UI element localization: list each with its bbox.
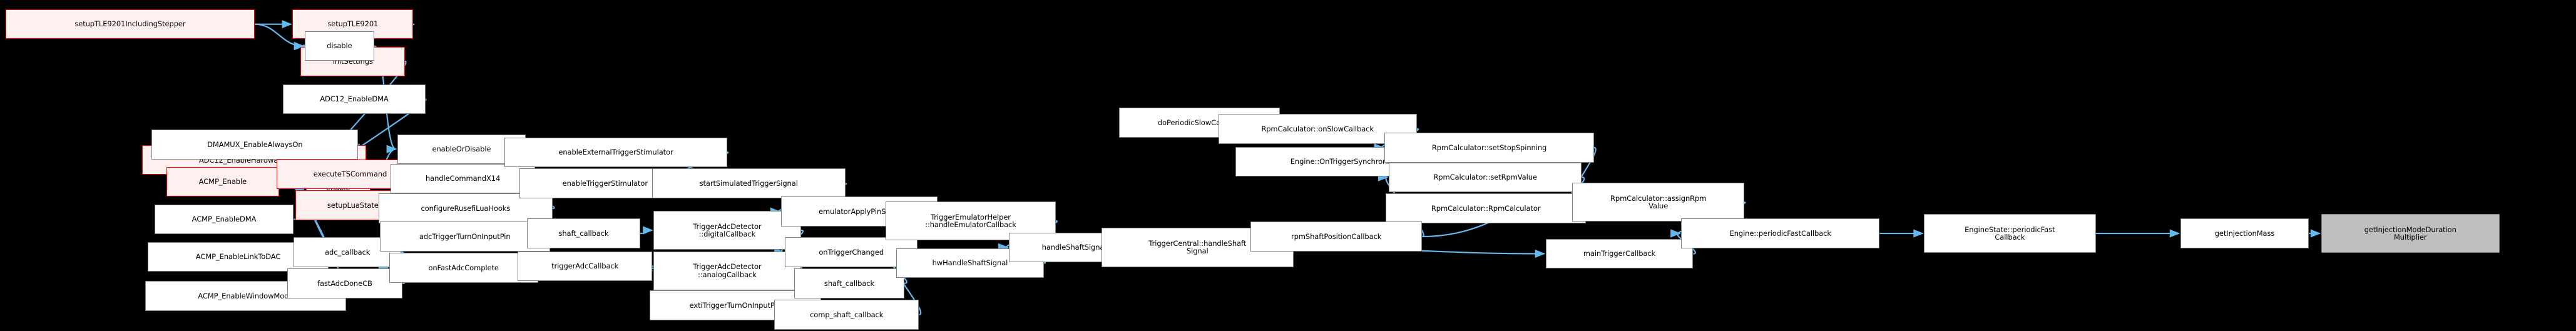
graph-node-label: triggerAdcCallback [551,262,619,271]
graph-node-label: TriggerAdcDetector ::analogCallback [693,262,762,279]
graph-node-label: RpmCalculator::assignRpm Value [1610,193,1707,211]
graph-node[interactable]: hwHandleShaftSignal [896,248,1044,278]
graph-node-label: RpmCalculator::setStopSpinning [1431,143,1547,152]
graph-node[interactable]: TriggerAdcDetector ::digitalCallback [653,210,801,250]
graph-node[interactable]: onFastAdcComplete [389,253,538,283]
graph-node-label: adcTriggerTurnOnInputPin [419,232,511,241]
graph-node-label: startSimulatedTriggerSignal [699,178,798,188]
graph-node-label: setupTLE9201IncludingStepper [74,19,186,29]
graph-node-label: configureRusefiLuaHooks [421,203,511,213]
graph-node[interactable]: configureRusefiLuaHooks [378,193,553,223]
graph-node[interactable]: shaft_callback [527,218,640,248]
graph-node[interactable]: mainTriggerCallback [1545,238,1694,269]
graph-node-label: RpmCalculator::setRpmValue [1433,172,1537,181]
graph-node[interactable]: RpmCalculator::setRpmValue [1388,162,1582,192]
graph-node-label: extiTriggerTurnOnInputPin [689,300,781,310]
graph-node-label: EngineState::periodicFast Callback [1965,225,2055,242]
graph-node-label: rpmShaftPositionCallback [1291,232,1382,241]
graph-node[interactable]: ADC12_EnableDMA [283,84,426,115]
graph-node[interactable]: RpmCalculator::RpmCalculator [1386,193,1586,223]
graph-node[interactable]: handleCommandX14 [390,164,536,194]
graph-node-label: ACMP_Enable [198,177,247,186]
graph-node-label: adc_callback [325,247,371,257]
graph-node-label: disable [327,41,352,51]
graph-node-label: Engine::periodicFastCallback [1729,228,1832,238]
graph-node-label: fastAdcDoneCB [317,278,372,288]
graph-node[interactable]: enableOrDisable [397,134,526,164]
graph-node-label: getInjectionModeDuration Multiplier [2364,225,2456,242]
graph-node[interactable]: ACMP_EnableDMA [154,204,294,235]
graph-node-label: executeTSCommand [313,169,387,178]
graph-node-label: RpmCalculator::onSlowCallback [1261,124,1374,133]
graph-node[interactable]: RpmCalculator::onSlowCallback [1218,114,1417,144]
graph-node[interactable]: Engine::periodicFastCallback [1681,218,1880,248]
graph-node[interactable]: rpmShaftPositionCallback [1250,222,1423,252]
graph-node-label: handleCommandX14 [425,174,501,183]
graph-node[interactable]: RpmCalculator::setStopSpinning [1384,133,1594,163]
graph-node-label: shaft_callback [558,228,609,238]
graph-node[interactable]: disable [304,31,375,61]
graph-node-label: shaft_callback [824,278,875,288]
graph-node-label: TriggerEmulatorHelper ::handleEmulatorCa… [925,212,1016,230]
graph-node[interactable]: DMAMUX_EnableAlwaysOn [151,130,359,160]
graph-node-label: enableTriggerStimulator [562,178,648,188]
graph-node-label: ADC12_EnableDMA [320,94,389,104]
graph-node-label: onFastAdcComplete [428,263,499,272]
graph-node-label: ACMP_EnableLinkToDAC [195,252,281,262]
graph-node-label: DMAMUX_EnableAlwaysOn [207,140,303,149]
graph-node-label: mainTriggerCallback [1583,249,1656,258]
graph-node[interactable]: enableExternalTriggerStimulator [504,137,727,167]
graph-node-label: enableExternalTriggerStimulator [558,148,673,157]
graph-node-label: ACMP_EnableDMA [192,215,257,224]
graph-node-label: emulatorApplyPinState [819,206,901,216]
graph-node[interactable]: triggerAdcCallback [518,251,652,282]
graph-node[interactable]: startSimulatedTriggerSignal [652,168,846,198]
graph-node[interactable]: adcTriggerTurnOnInputPin [379,222,550,252]
graph-node[interactable]: ACMP_Enable [166,166,279,197]
graph-node-label: ACMP_EnableWindowMode [198,291,294,300]
graph-node: getInjectionModeDuration Multiplier [2321,213,2500,253]
graph-node[interactable]: TriggerAdcDetector ::analogCallback [653,251,801,291]
graph-node-label: TriggerCentral::handleShaft Signal [1148,238,1247,256]
graph-node[interactable]: fastAdcDoneCB [287,268,403,298]
graph-node-label: getInjectionMass [2214,228,2275,238]
graph-node-label: enableOrDisable [432,145,491,154]
graph-node-label: setupTLE9201 [327,19,379,29]
graph-node[interactable]: onTriggerChanged [785,237,918,267]
graph-node-label: onTriggerChanged [819,247,884,257]
graph-node-label: comp_shaft_callback [810,310,884,319]
graph-node[interactable]: setupTLE9201IncludingStepper [5,9,255,39]
graph-node[interactable]: getInjectionMass [2180,218,2309,248]
graph-node-label: hwHandleShaftSignal [932,258,1008,268]
graph-node-label: RpmCalculator::RpmCalculator [1431,203,1541,213]
graph-node[interactable]: shaft_callback [794,268,904,298]
graph-edge [640,226,653,235]
graph-node-label: TriggerAdcDetector ::digitalCallback [693,222,762,239]
graph-node[interactable]: RpmCalculator::assignRpm Value [1572,182,1744,222]
graph-node-label: setupLuaState [327,200,379,210]
graph-node-label: handleShaftSignal [1041,243,1107,252]
graph-node[interactable]: EngineState::periodicFast Callback [1924,213,2096,253]
graph-node[interactable]: comp_shaft_callback [774,300,919,330]
